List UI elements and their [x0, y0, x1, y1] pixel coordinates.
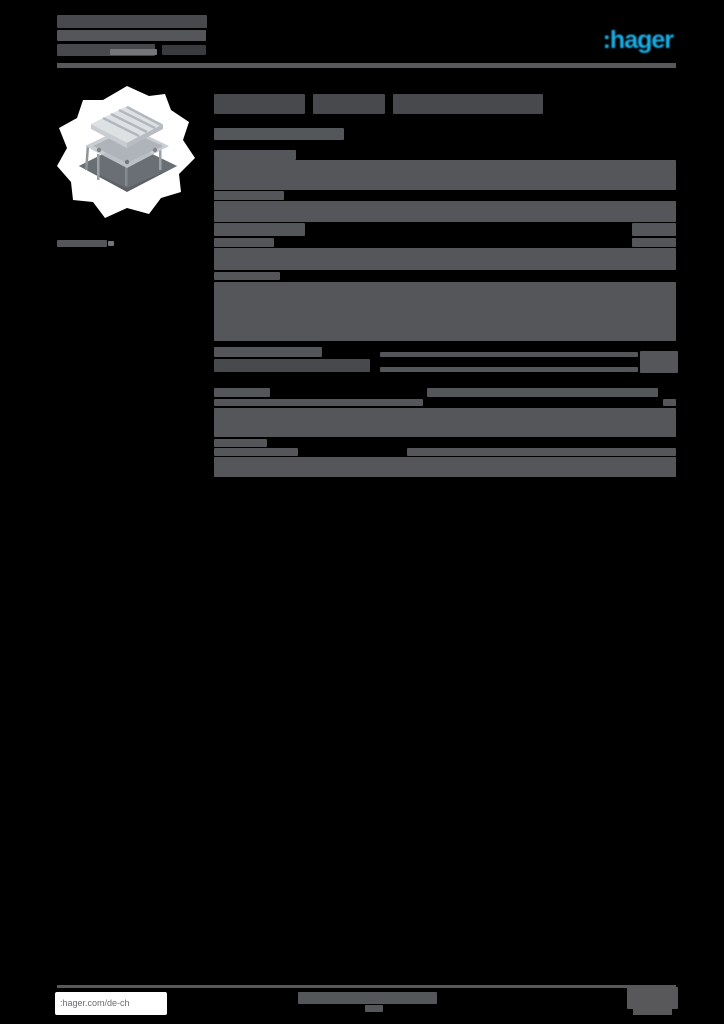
redacted-text-bar — [57, 240, 107, 247]
redacted-text-bar — [663, 399, 676, 406]
redacted-text-bar — [214, 160, 676, 190]
hager-logo: :hager — [602, 26, 674, 54]
redacted-text-bar — [380, 352, 638, 357]
website-link[interactable]: :hager.com/de-ch — [55, 992, 167, 1015]
redacted-text-bar — [214, 150, 296, 160]
header-rule — [57, 63, 676, 68]
redacted-text-bar — [214, 248, 676, 270]
floor-box-illustration — [57, 86, 195, 218]
redacted-text-bar — [108, 241, 114, 246]
redacted-text-bar — [214, 223, 305, 236]
redacted-text-bar — [427, 388, 658, 397]
redacted-text-bar — [57, 30, 206, 41]
redacted-text-bar — [214, 128, 344, 140]
page-badge — [627, 987, 678, 1015]
footer-rule — [57, 985, 676, 988]
redacted-text-bar — [214, 408, 676, 437]
redacted-text-bar — [298, 992, 437, 1004]
redacted-text-bar — [380, 367, 638, 372]
redacted-text-bar — [214, 272, 280, 280]
redacted-text-bar — [214, 399, 423, 406]
redacted-text-bar — [214, 457, 676, 477]
redacted-text-bar — [57, 15, 207, 28]
redacted-text-bar — [407, 448, 676, 456]
redacted-text-bar — [214, 94, 305, 114]
product-photo — [53, 84, 201, 224]
redacted-text-bar — [214, 439, 267, 447]
redacted-text-bar — [214, 359, 370, 372]
redacted-text-bar — [162, 45, 206, 55]
redacted-text-bar — [640, 351, 678, 373]
redacted-text-bar — [632, 238, 676, 247]
redacted-text-bar — [365, 1005, 383, 1012]
redacted-text-bar — [214, 201, 676, 222]
redacted-text-bar — [214, 347, 322, 357]
redacted-text-bar — [214, 191, 284, 200]
redacted-text-bar — [214, 448, 298, 456]
redacted-text-bar — [214, 388, 270, 397]
redacted-text-bar — [214, 238, 274, 247]
redacted-text-bar — [393, 94, 543, 114]
redacted-text-bar — [214, 282, 676, 341]
redacted-text-bar — [313, 94, 385, 114]
redacted-text-bar — [110, 49, 157, 55]
redacted-text-bar — [632, 223, 676, 236]
